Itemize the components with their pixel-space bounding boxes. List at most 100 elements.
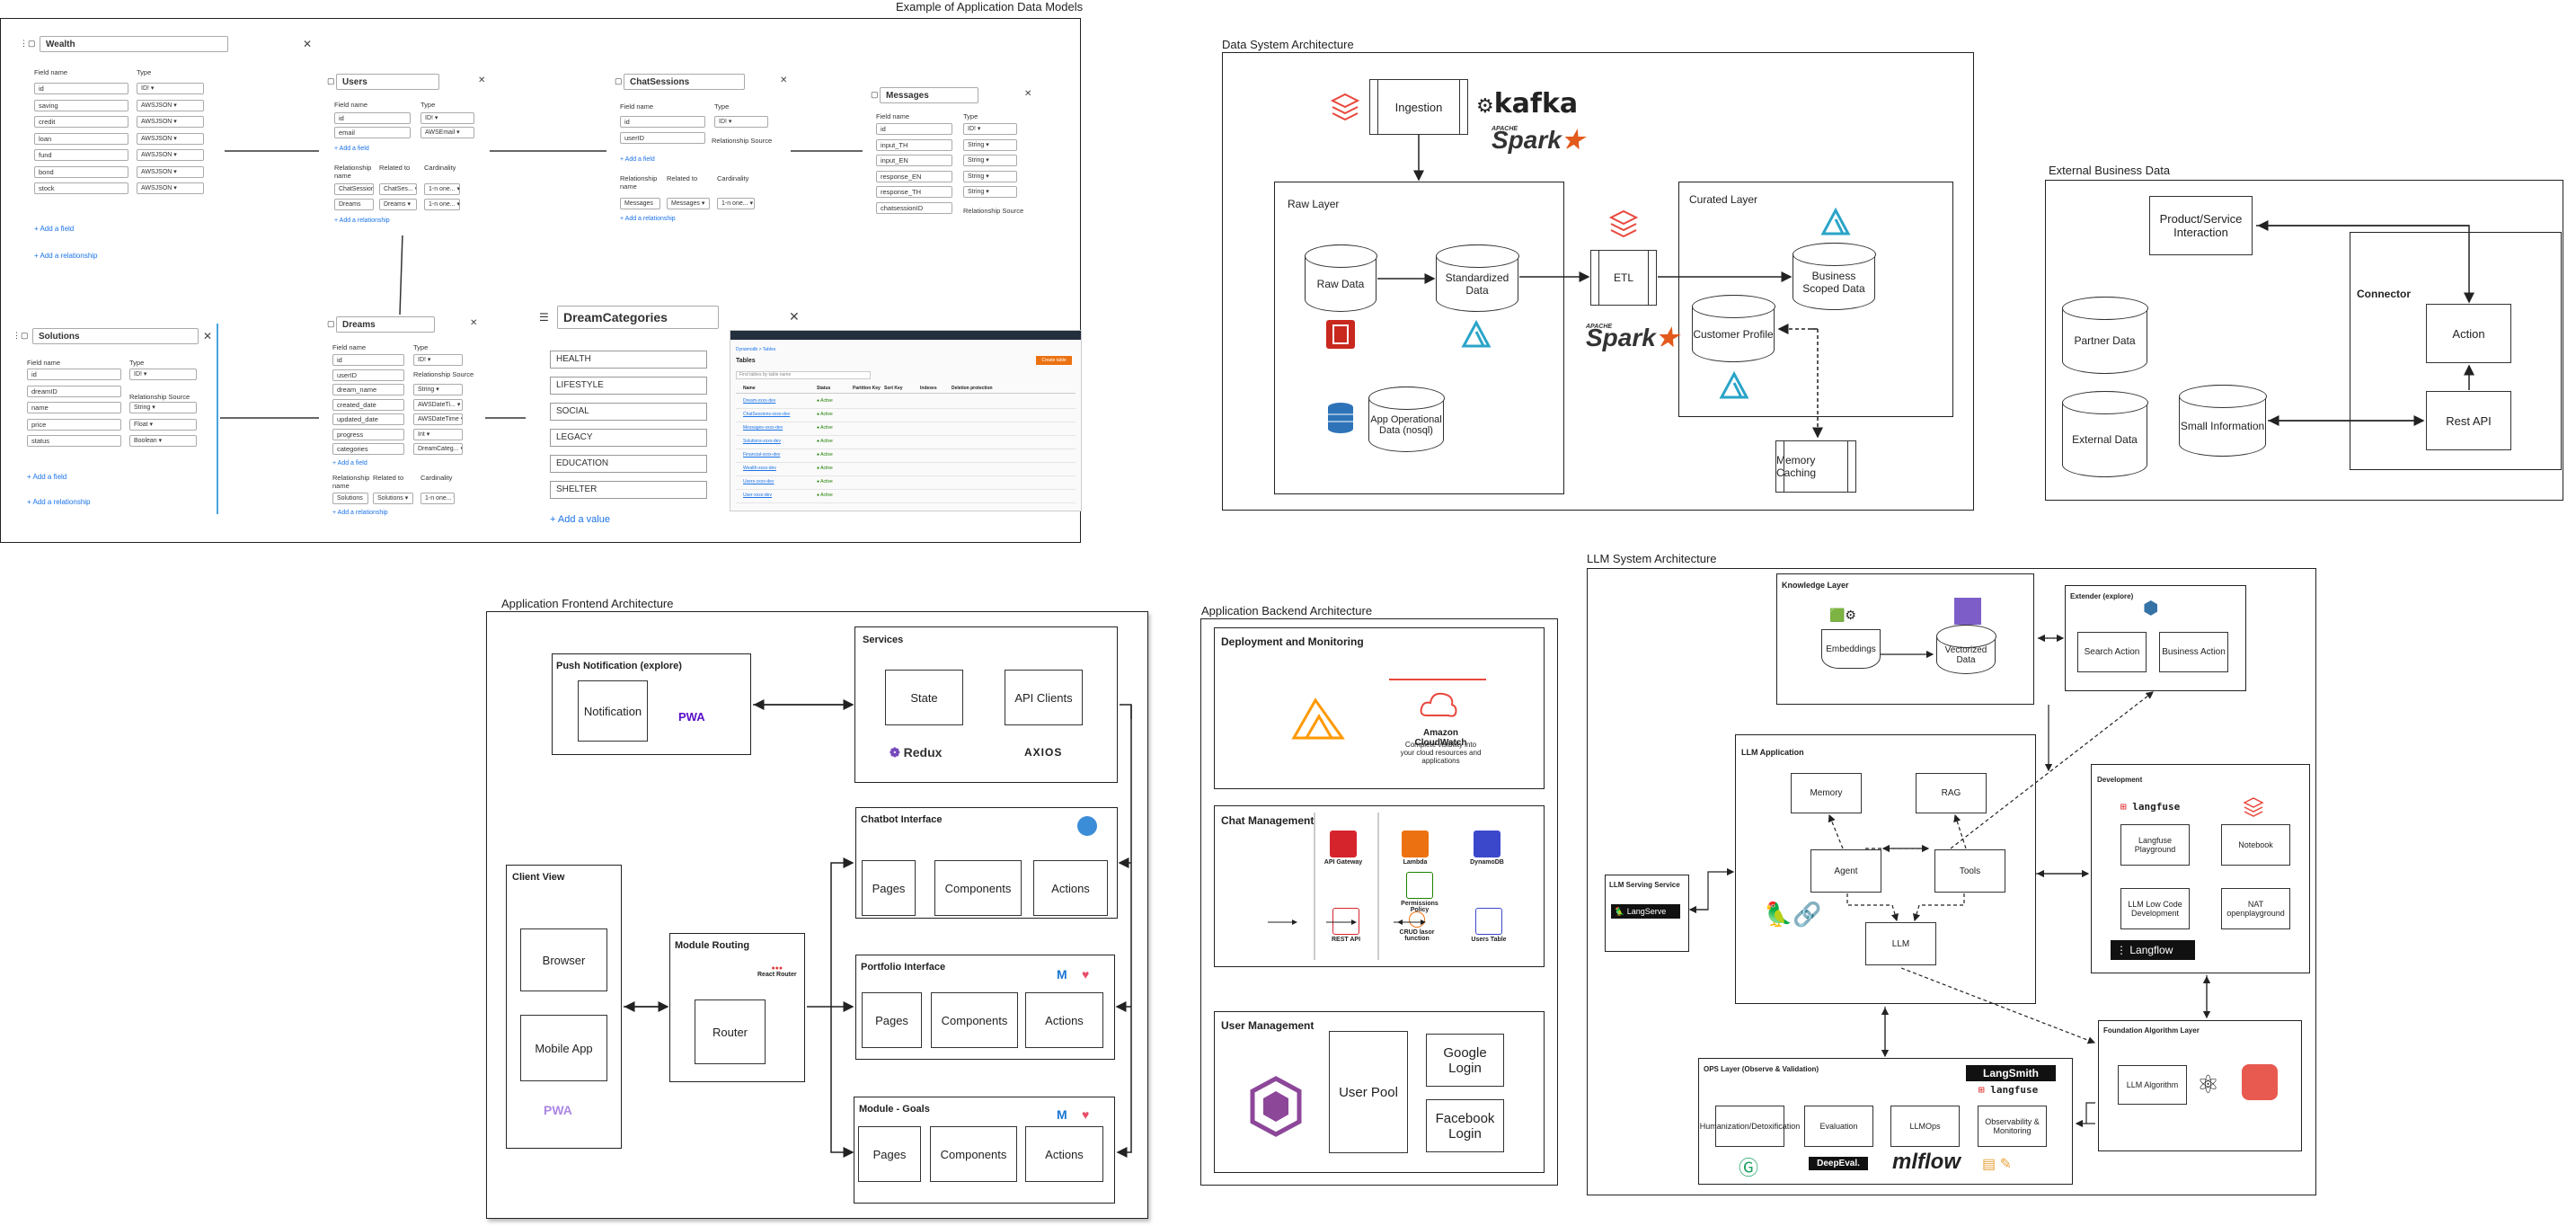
field-name-input[interactable]: dream_name xyxy=(332,384,404,395)
related-to-select[interactable]: Dreams ▾ xyxy=(379,199,417,210)
field-name-input[interactable]: id xyxy=(27,369,121,380)
field-name-input[interactable]: email xyxy=(334,127,411,138)
field-name-input[interactable]: saving xyxy=(34,99,128,111)
field-type-select[interactable]: Int ▾ xyxy=(413,428,463,440)
cardinality-select[interactable]: 1-n one... ▾ xyxy=(424,183,460,195)
field-type-select[interactable]: DreamCateg... ▾ xyxy=(413,443,463,455)
table-column-header[interactable]: Indexes xyxy=(920,386,937,391)
cardinality-select[interactable]: 1-n one... ▾ xyxy=(424,199,460,210)
model-name-field[interactable]: Dreams xyxy=(336,316,435,333)
field-name-input[interactable]: id xyxy=(332,354,404,366)
enum-name-field[interactable]: DreamCategories xyxy=(557,306,719,329)
field-name-input[interactable]: fund xyxy=(34,149,128,161)
related-to-select[interactable]: Messages ▾ xyxy=(667,198,710,209)
field-type-select[interactable]: AWSJSON ▾ xyxy=(137,132,204,145)
field-type-select[interactable]: AWSJSON ▾ xyxy=(137,99,204,111)
field-name-input[interactable]: price xyxy=(27,418,121,431)
table-column-header[interactable]: Name xyxy=(743,386,756,391)
field-type-select[interactable]: ID! ▾ xyxy=(129,369,197,380)
enum-value-input[interactable]: LEGACY xyxy=(550,429,707,447)
table-column-header[interactable]: Status xyxy=(817,386,831,391)
enum-value-input[interactable]: HEALTH xyxy=(550,351,707,369)
table-name-link[interactable]: User-xxxx-dev xyxy=(743,493,772,498)
tables-search-input[interactable]: Find tables by table name xyxy=(736,371,871,379)
relationship-name-input[interactable]: Solutions xyxy=(332,493,368,504)
field-name-input[interactable]: name xyxy=(27,402,121,413)
field-type-select[interactable]: ID! ▾ xyxy=(413,354,463,366)
relationship-name-input[interactable]: Messages xyxy=(620,198,660,209)
table-name-link[interactable]: Solutions-xxxx-dev xyxy=(743,439,781,444)
add-relationship-link[interactable]: + Add a relationship xyxy=(34,252,98,260)
field-name-input[interactable]: bond xyxy=(34,165,128,178)
field-name-input[interactable]: input_EN xyxy=(876,155,952,166)
field-name-input[interactable]: response_EN xyxy=(876,170,952,182)
table-column-header[interactable]: Deletion protection xyxy=(952,386,993,391)
enum-value-input[interactable]: EDUCATION xyxy=(550,455,707,473)
table-row[interactable]: Solutions-xxxx-dev● Active xyxy=(736,436,1076,449)
field-type-select[interactable]: AWSJSON ▾ xyxy=(137,116,204,128)
field-name-input[interactable]: input_TH xyxy=(876,138,952,151)
field-type-select[interactable]: String ▾ xyxy=(963,170,1017,182)
add-relationship-link[interactable]: + Add a relationship xyxy=(334,218,390,224)
related-to-select[interactable]: Solutions ▾ xyxy=(373,493,413,504)
close-icon[interactable]: ✕ xyxy=(789,309,800,324)
field-name-input[interactable]: chatsessionID xyxy=(876,201,952,214)
table-name-link[interactable]: ChatSessions-xxxx-dev xyxy=(743,412,791,417)
field-type-select[interactable]: String ▾ xyxy=(963,138,1017,151)
field-name-input[interactable]: userID xyxy=(620,132,705,144)
close-icon[interactable]: ✕ xyxy=(478,76,486,85)
add-field-link[interactable]: + Add a field xyxy=(620,156,655,163)
field-type-select[interactable]: ID! ▾ xyxy=(714,116,768,128)
model-name-field[interactable]: Solutions xyxy=(32,328,199,344)
add-field-link[interactable]: + Add a field xyxy=(27,473,67,481)
add-field-link[interactable]: + Add a field xyxy=(332,460,367,466)
cardinality-select[interactable]: 1-n one... ▾ xyxy=(717,198,755,209)
table-name-link[interactable]: Messages-xxxx-dev xyxy=(743,425,783,431)
field-type-select[interactable]: AWSEmail ▾ xyxy=(420,127,474,138)
field-name-input[interactable]: updated_date xyxy=(332,413,404,425)
field-name-input[interactable]: loan xyxy=(34,132,128,145)
close-icon[interactable]: ✕ xyxy=(303,38,313,50)
table-row[interactable]: Dream-xxxx-dev● Active xyxy=(736,395,1076,409)
relationship-name-input[interactable]: Dreams xyxy=(334,199,374,210)
table-row[interactable]: Messages-xxxx-dev● Active xyxy=(736,422,1076,436)
field-name-input[interactable]: dreamID xyxy=(27,385,121,397)
close-icon[interactable]: ✕ xyxy=(203,330,213,342)
field-name-input[interactable]: id xyxy=(334,112,411,124)
close-icon[interactable]: ✕ xyxy=(1024,89,1032,99)
add-field-link[interactable]: + Add a field xyxy=(34,225,75,233)
field-type-select[interactable]: ID! ▾ xyxy=(963,123,1017,135)
field-name-input[interactable]: stock xyxy=(34,182,128,194)
field-name-input[interactable]: categories xyxy=(332,443,404,455)
field-name-input[interactable]: id xyxy=(620,116,705,128)
field-type-select[interactable]: String ▾ xyxy=(129,402,197,413)
add-relationship-link[interactable]: + Add a relationship xyxy=(620,216,676,222)
table-row[interactable]: Wealth-xxxx-dev● Active xyxy=(736,463,1076,476)
model-name-field[interactable]: Users xyxy=(336,74,439,90)
add-value-link[interactable]: + Add a value xyxy=(550,514,610,525)
field-name-input[interactable]: credit xyxy=(34,116,128,128)
field-type-select[interactable]: String ▾ xyxy=(963,155,1017,166)
close-icon[interactable]: ✕ xyxy=(470,318,478,328)
field-type-select[interactable]: AWSDateTi... ▾ xyxy=(413,398,463,411)
field-type-select[interactable]: AWSJSON ▾ xyxy=(137,182,204,194)
add-relationship-link[interactable]: + Add a relationship xyxy=(332,510,388,516)
enum-value-input[interactable]: SOCIAL xyxy=(550,403,707,421)
close-icon[interactable]: ✕ xyxy=(780,76,788,85)
field-name-input[interactable]: id xyxy=(34,83,128,94)
field-name-input[interactable]: userID xyxy=(332,369,404,381)
model-name-field[interactable]: ChatSessions xyxy=(624,74,745,90)
field-type-select[interactable]: String ▾ xyxy=(413,384,463,395)
table-row[interactable]: User-xxxx-dev● Active xyxy=(736,490,1076,503)
field-type-select[interactable]: String ▾ xyxy=(963,186,1017,198)
table-name-link[interactable]: Users-xxxx-dev xyxy=(743,479,775,484)
field-name-input[interactable]: id xyxy=(876,123,952,135)
enum-value-input[interactable]: LIFESTYLE xyxy=(550,377,707,395)
field-type-select[interactable]: ID! ▾ xyxy=(420,112,474,124)
table-name-link[interactable]: Wealth-xxxx-dev xyxy=(743,466,776,471)
create-table-button[interactable]: Create table xyxy=(1036,356,1072,365)
related-to-select[interactable]: ChatSes... ▾ xyxy=(379,183,417,195)
field-name-input[interactable]: created_date xyxy=(332,398,404,411)
table-column-header[interactable]: Partition Key xyxy=(853,386,881,391)
field-name-input[interactable]: response_TH xyxy=(876,186,952,198)
